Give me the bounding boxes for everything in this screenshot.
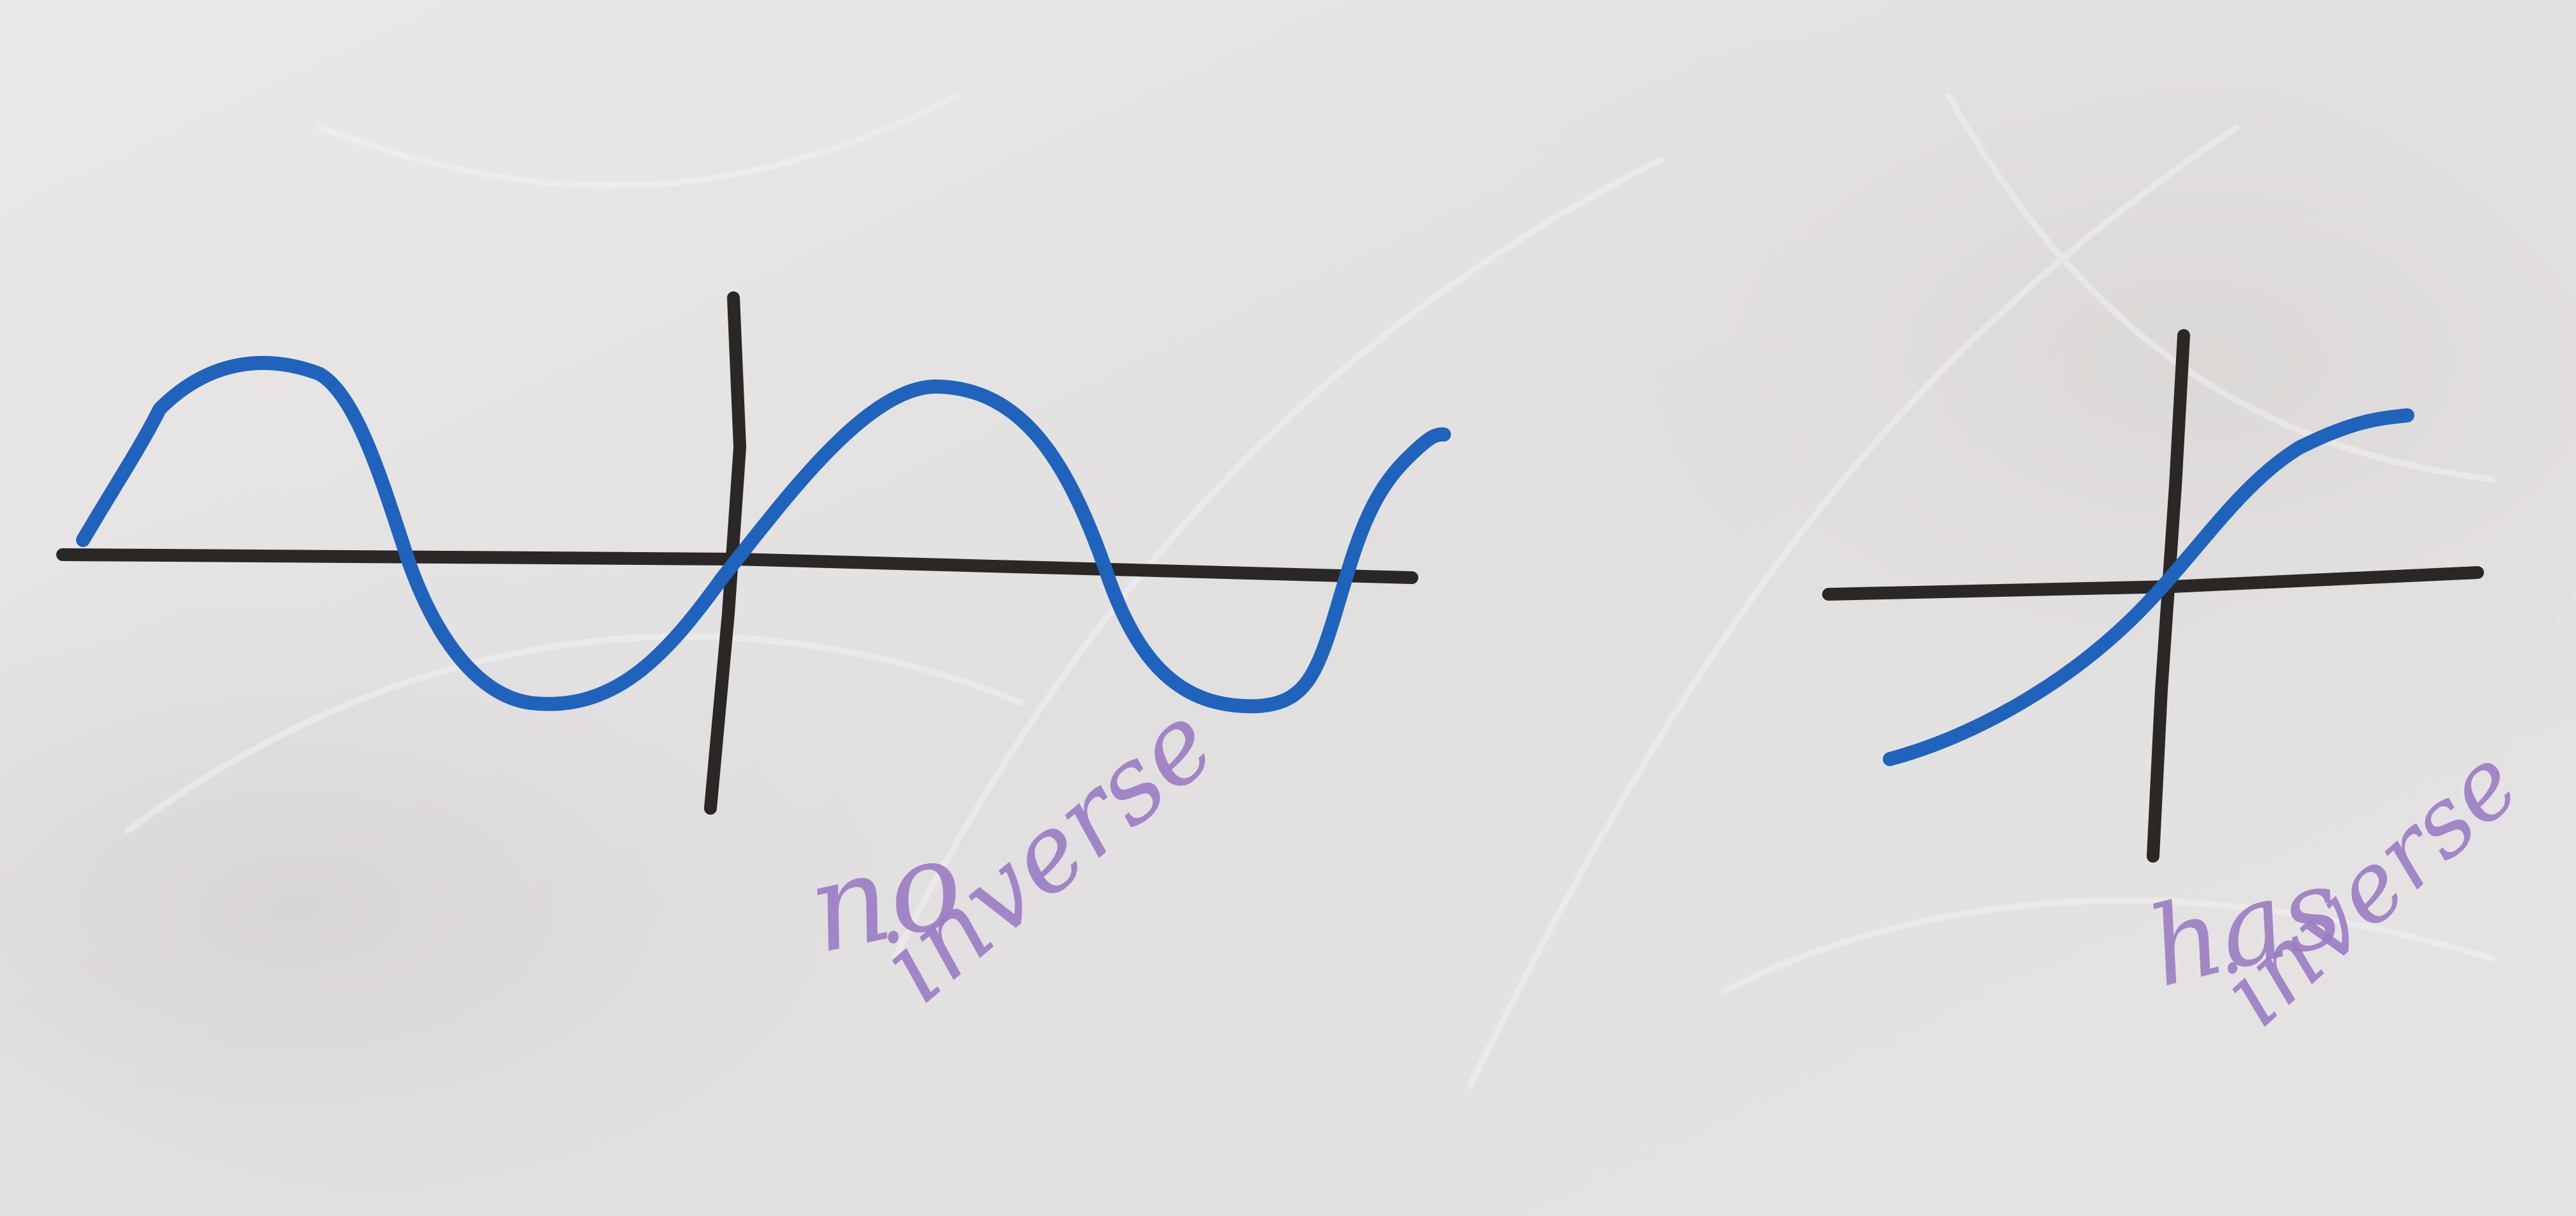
eraser-smudge bbox=[1214, 32, 2576, 863]
left-x-axis bbox=[56, 548, 1418, 584]
eraser-smudge bbox=[0, 447, 1278, 1214]
left-y-axis bbox=[704, 291, 747, 815]
right-increasing-curve bbox=[1883, 408, 2414, 766]
left-sine-curve bbox=[76, 356, 1451, 714]
eraser-streaks bbox=[125, 93, 2495, 1089]
left-axes bbox=[56, 291, 1418, 815]
